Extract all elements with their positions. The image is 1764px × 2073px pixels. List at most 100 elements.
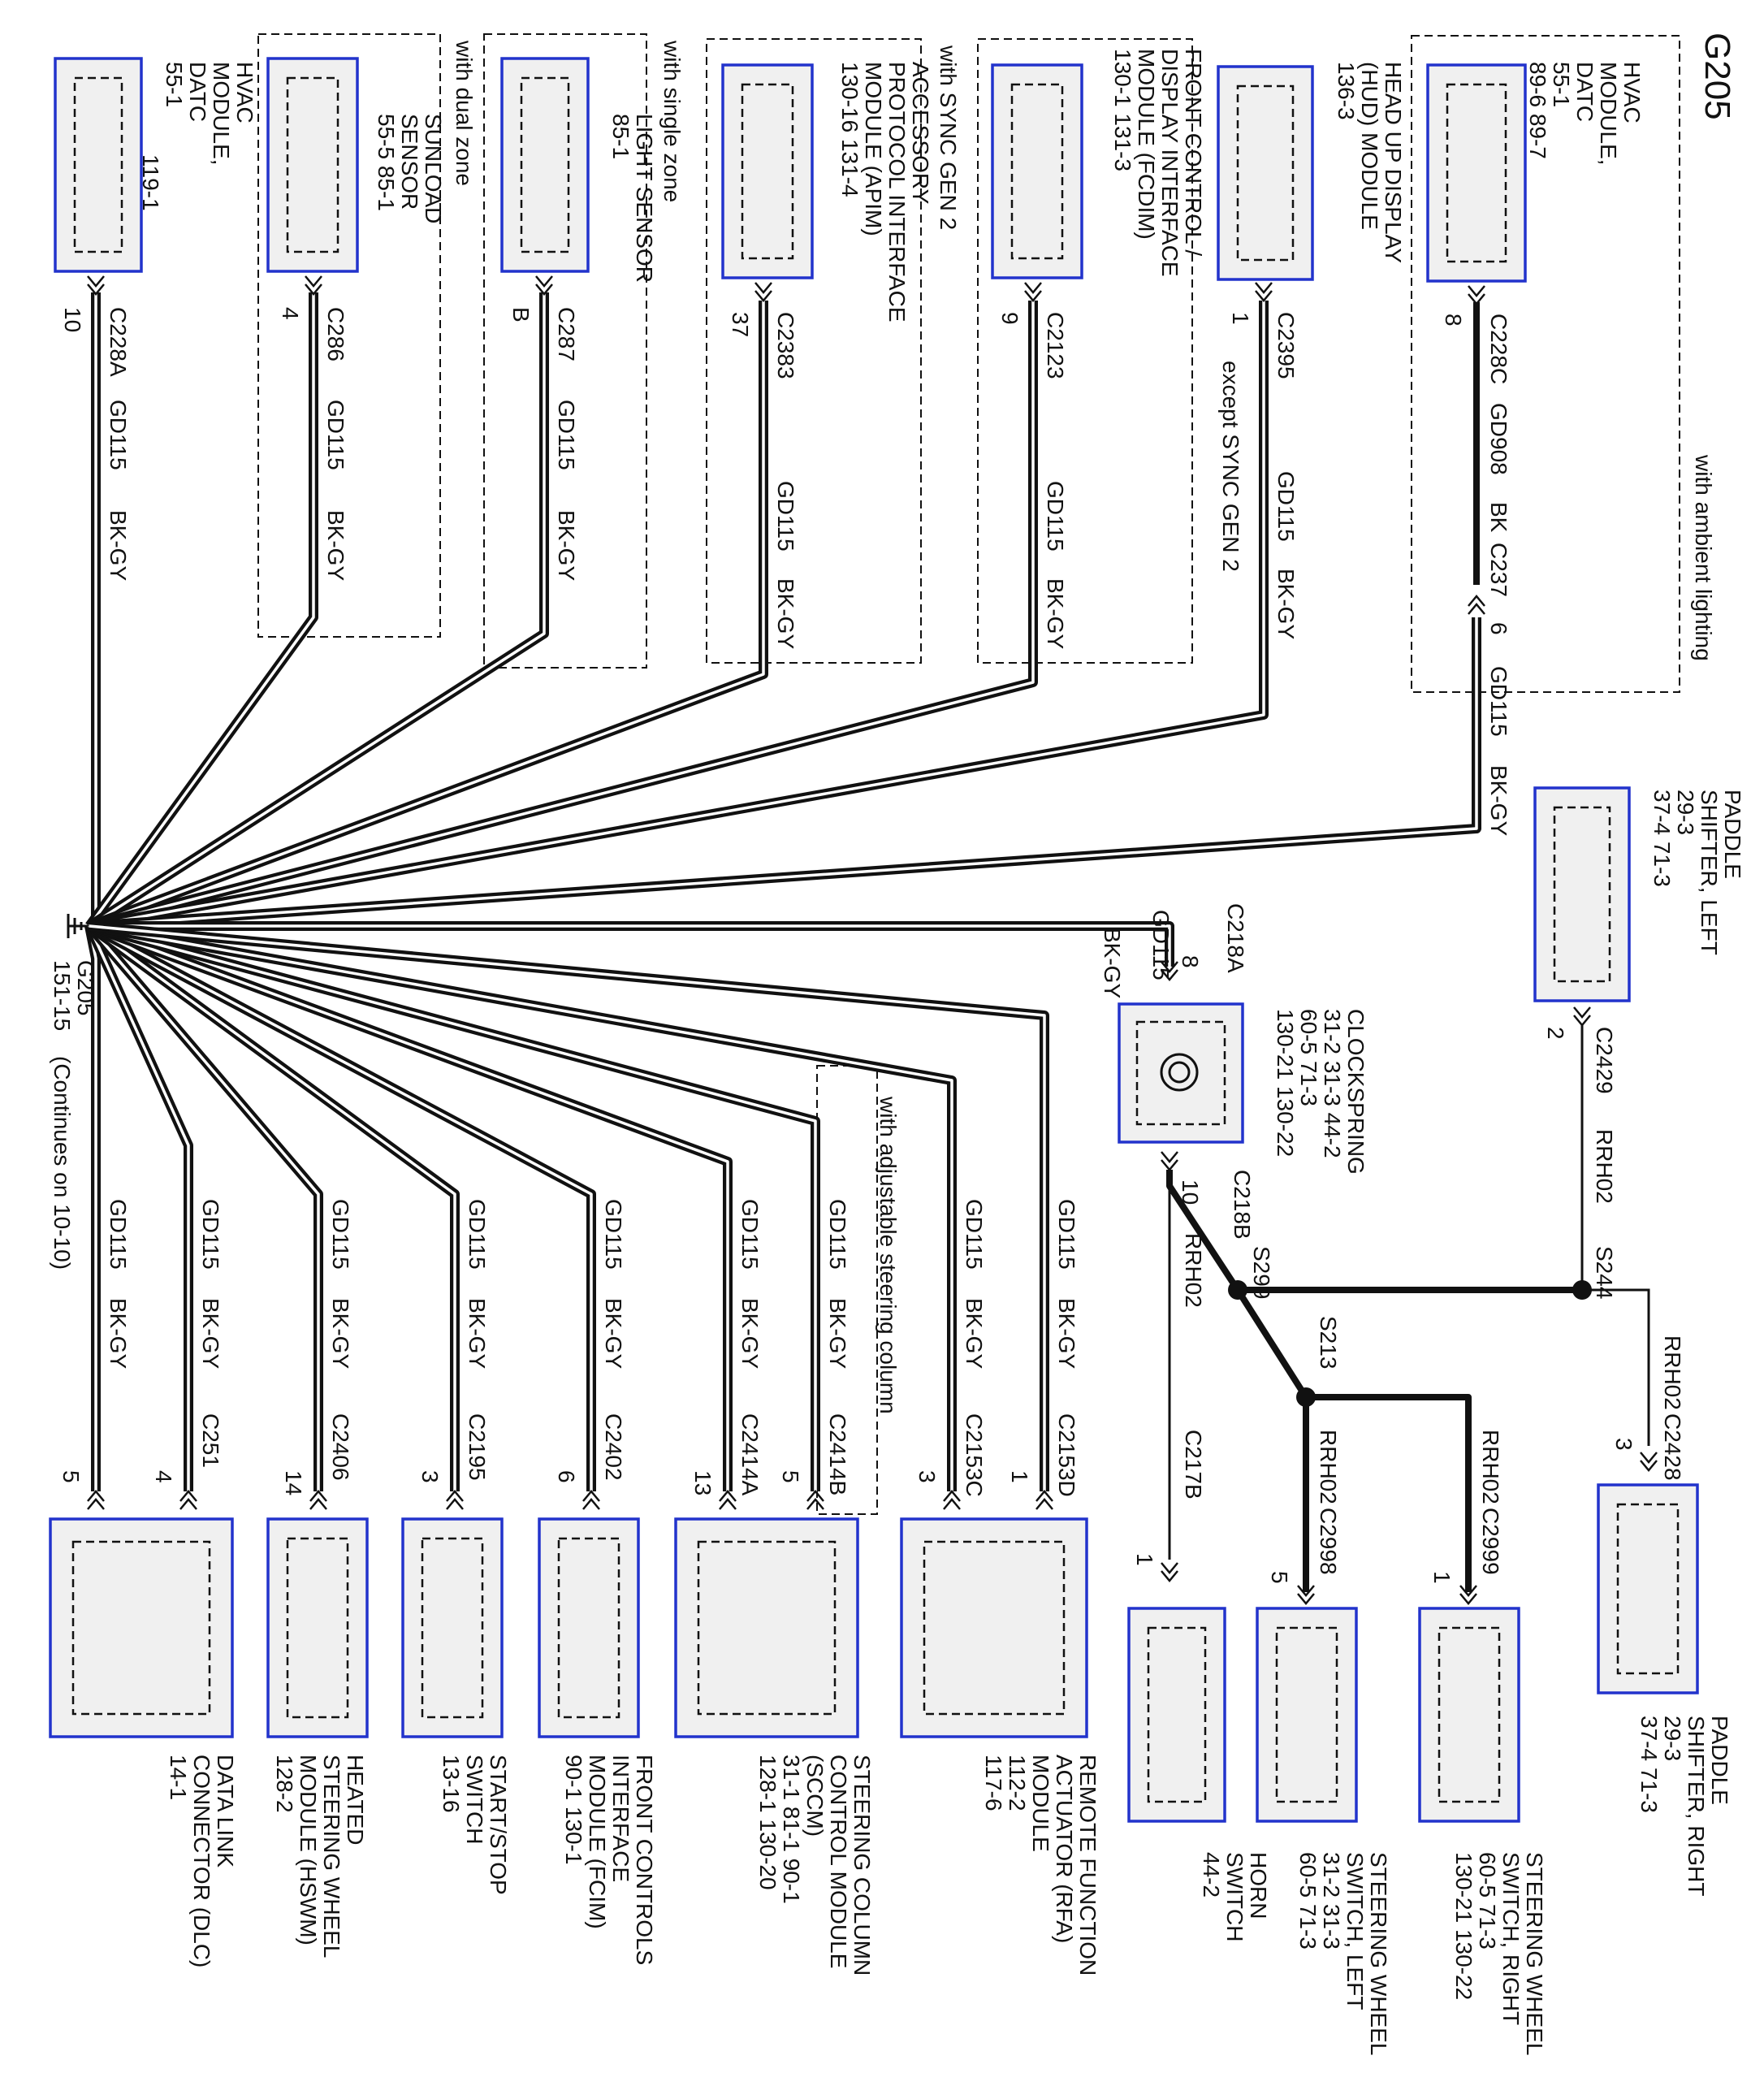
wire-sunload bbox=[85, 292, 318, 929]
circuit-hud: GD115 bbox=[1273, 471, 1299, 542]
pin-dlc bbox=[87, 1490, 105, 1510]
hvac-module-2-box bbox=[1426, 63, 1527, 283]
pin-num-sw-right: 1 bbox=[1429, 1571, 1455, 1584]
sw-left-name-line-2: 31-2 31-3 bbox=[1319, 1852, 1344, 1950]
hvac2-name-line-0: HVAC bbox=[1619, 62, 1645, 123]
fcim-name-line-0: FRONT CONTROLS bbox=[632, 1755, 657, 1965]
pin-c237 bbox=[1468, 595, 1485, 615]
wire-hud-core bbox=[89, 301, 1265, 928]
color-sccm_a: BK-GY bbox=[737, 1298, 763, 1369]
pin-rfa_d bbox=[1035, 1490, 1053, 1510]
region-sync-gen-2 bbox=[706, 38, 922, 664]
paddle-right-name-line-1: SHIFTER, RIGHT bbox=[1684, 1716, 1709, 1896]
splice-s299 bbox=[1228, 1280, 1247, 1300]
horn-switch-box-inner bbox=[1147, 1626, 1207, 1803]
sccm-box-inner bbox=[697, 1540, 837, 1716]
circuit-apim: GD115 bbox=[773, 481, 798, 552]
pin-horn bbox=[1161, 1562, 1178, 1582]
circuit-sccm_b: GD115 bbox=[825, 1199, 850, 1270]
dlc-name-line-1: CONNECTOR (DLC) bbox=[189, 1755, 214, 1967]
color-fcdim: BK-GY bbox=[1043, 578, 1068, 649]
hvac1-name-line-0: HVAC bbox=[232, 62, 257, 123]
paddle-left-name-line-0: PADDLE bbox=[1720, 790, 1745, 879]
pin-num-rfa_d: 1 bbox=[1007, 1470, 1032, 1483]
clockspring-name-line-0: CLOCKSPRING bbox=[1343, 1009, 1368, 1175]
fcim-name-line-1: INTERFACE bbox=[608, 1755, 633, 1882]
fcdim-name-line-0: FRONT CONTROL / bbox=[1181, 49, 1206, 256]
wire-clockspring-core bbox=[89, 924, 1171, 967]
light-sensor-box bbox=[500, 57, 590, 273]
hvac2-name-line-3: 55-1 bbox=[1549, 62, 1574, 107]
horn-name-line-0: HORN bbox=[1246, 1852, 1271, 1919]
pin-num-hvac2: 8 bbox=[1441, 314, 1466, 327]
conn-sccm_a: C2414A bbox=[737, 1413, 763, 1496]
pin-clockspring-in bbox=[1161, 961, 1178, 981]
paddle-left-name-line-1: SHIFTER, LEFT bbox=[1697, 790, 1722, 955]
conn-sw-right: C2999 bbox=[1478, 1508, 1503, 1575]
wire-apim-core bbox=[89, 301, 765, 928]
circuit-dlc_b: GD115 bbox=[198, 1199, 223, 1270]
paddle-shifter-right-box bbox=[1597, 1483, 1699, 1694]
paddle-right-name-line-0: PADDLE bbox=[1707, 1716, 1732, 1805]
fcdim-name-line-3: 130-1 131-3 bbox=[1110, 49, 1135, 171]
ground-label: G205 bbox=[73, 960, 98, 1016]
wire-clock-splice bbox=[1166, 1170, 1309, 1400]
pin-num-paddle-right: 3 bbox=[1611, 1438, 1636, 1451]
pin-num-sccm_a: 13 bbox=[690, 1470, 716, 1495]
conn-startstop: C2195 bbox=[465, 1413, 490, 1481]
ground-icon bbox=[67, 914, 89, 938]
clockspring-box bbox=[1118, 1002, 1244, 1144]
rfa-name-line-2: MODULE bbox=[1028, 1755, 1053, 1852]
start-stop-name-line-0: START/STOP bbox=[486, 1755, 511, 1895]
conn-dlc_b: C251 bbox=[198, 1413, 223, 1468]
wire-hvac2-core bbox=[89, 617, 1478, 928]
sunload-name-line-1: SENSOR bbox=[397, 114, 422, 210]
pin-num-sunload: 4 bbox=[278, 307, 303, 320]
hvac2-name-line-4: 89-6 89-7 bbox=[1525, 62, 1550, 159]
fcdim-box bbox=[991, 63, 1083, 279]
circuit-hvac2: GD908 bbox=[1486, 403, 1511, 475]
clockspring-box-inner bbox=[1135, 1020, 1226, 1126]
conn-clockspring-out: C218B bbox=[1230, 1170, 1255, 1240]
conn-apim: C2383 bbox=[773, 312, 798, 379]
color-apim: BK-GY bbox=[773, 578, 798, 649]
conn-hswm: C2406 bbox=[328, 1413, 353, 1481]
wire-rfa_c-core bbox=[89, 924, 953, 1491]
conn-fcdim: C2123 bbox=[1043, 312, 1068, 379]
color-rfa_d: BK-GY bbox=[1054, 1298, 1079, 1369]
color-hvac2: BK bbox=[1486, 502, 1511, 533]
hud-module-box bbox=[1217, 65, 1314, 281]
region-label-adjustable-column: with adjustable steering column bbox=[876, 1096, 901, 1414]
wire-hud bbox=[88, 301, 1269, 931]
horn-name-line-1: SWITCH bbox=[1222, 1852, 1247, 1941]
paddle-shifter-left-box-inner bbox=[1553, 806, 1611, 983]
pin-num-clockspring-out: 10 bbox=[1178, 1179, 1203, 1205]
rfa-box-inner bbox=[923, 1540, 1066, 1716]
wire-sccm_a-core bbox=[89, 924, 729, 1491]
circuit-clockspring-in: GD115 bbox=[1148, 910, 1174, 980]
pin-clockspring-out bbox=[1161, 1151, 1178, 1171]
sccm-name-line-2: (SCCM) bbox=[802, 1755, 828, 1837]
pin-num-paddle-left: 2 bbox=[1543, 1027, 1568, 1040]
pin-hvac2 bbox=[1468, 285, 1485, 305]
pin-num-hvac1: 10 bbox=[60, 307, 85, 332]
light-name-line-0: LIGHT SENSOR bbox=[632, 114, 657, 283]
pin-hud bbox=[1255, 282, 1273, 302]
wire-fcdim-core bbox=[89, 301, 1035, 928]
pin-sunload bbox=[305, 275, 322, 296]
clockspring-name-line-3: 130-21 130-22 bbox=[1273, 1009, 1298, 1157]
hud-name-line-2: 136-3 bbox=[1334, 62, 1359, 120]
hvac-module-2-box-inner bbox=[1446, 83, 1507, 263]
paddle-left-name-line-2: 29-3 bbox=[1673, 790, 1698, 835]
fcim-name-line-3: 90-1 130-1 bbox=[561, 1755, 586, 1864]
paddle-right-name-line-3: 37-4 71-3 bbox=[1636, 1716, 1662, 1813]
dlc-box-inner bbox=[71, 1540, 211, 1716]
sunload-name-line-2: 55-5 85-1 bbox=[374, 114, 399, 211]
color-rfa_c: BK-GY bbox=[962, 1298, 987, 1369]
color-hswm: BK-GY bbox=[328, 1298, 353, 1369]
hswm-name-line-1: STEERING WHEEL bbox=[319, 1755, 344, 1958]
fcim-box bbox=[538, 1517, 640, 1738]
conn-rfa_c: C2153C bbox=[962, 1413, 987, 1497]
sw-right-box-inner bbox=[1438, 1626, 1501, 1803]
conn-paddle-left: C2429 bbox=[1592, 1027, 1617, 1094]
